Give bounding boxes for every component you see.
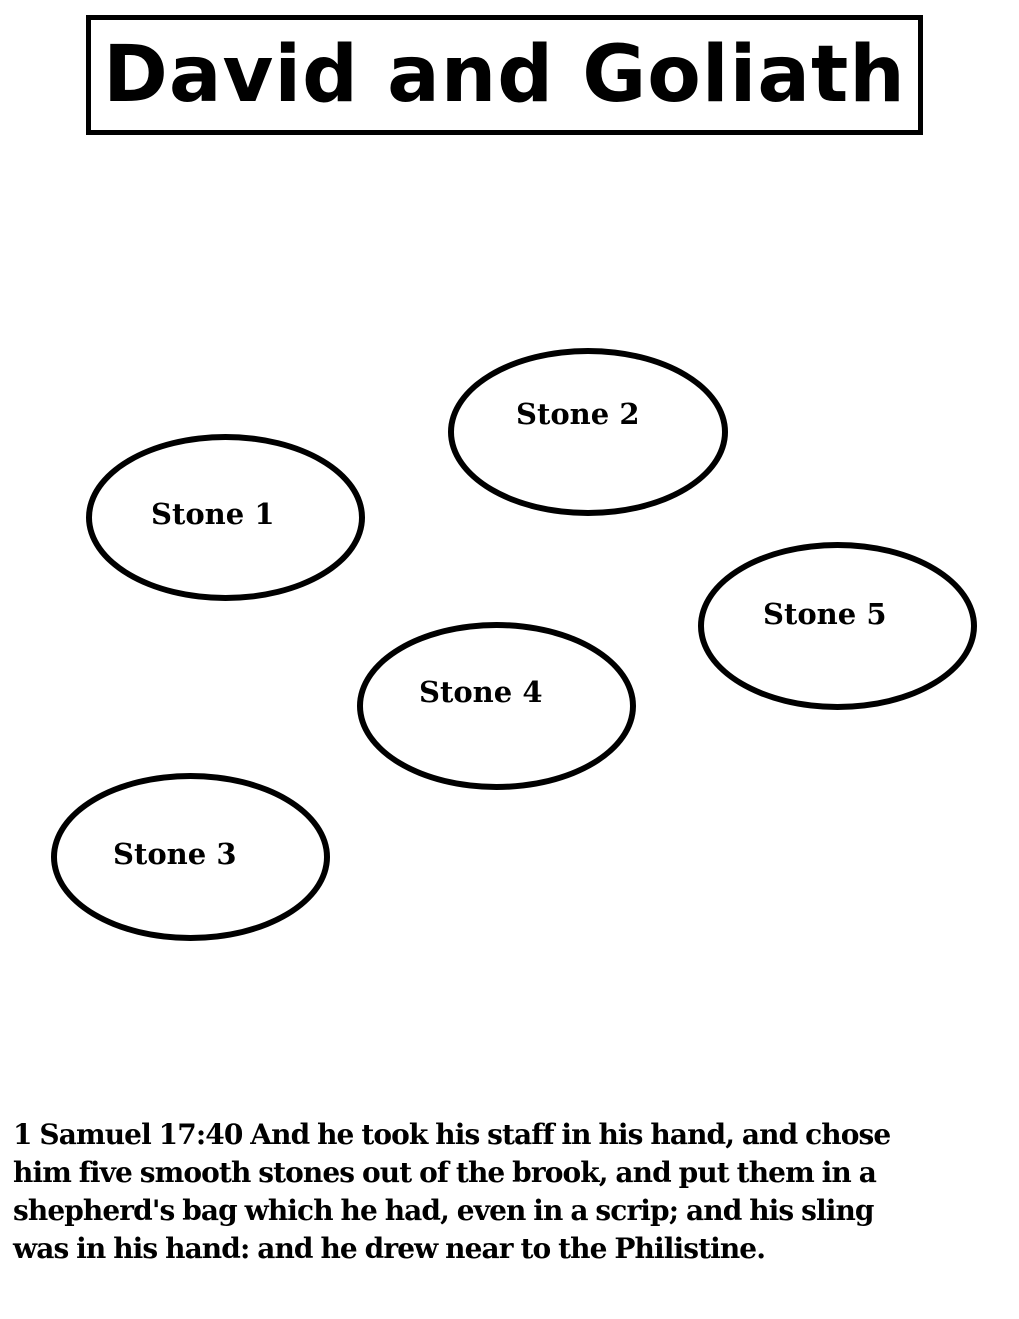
stone-1-label: Stone 1: [151, 497, 275, 531]
verse-line: was in his hand: and he drew near to the…: [13, 1232, 766, 1265]
bible-verse: 1 Samuel 17:40 And he took his staff in …: [13, 1116, 1013, 1268]
verse-line: him five smooth stones out of the brook,…: [13, 1156, 877, 1189]
verse-line: shepherd's bag which he had, even in a s…: [13, 1194, 875, 1227]
stone-3-oval: [51, 773, 330, 941]
stone-1-oval: [86, 434, 365, 601]
stone-3-label: Stone 3: [113, 837, 237, 871]
title-box: David and Goliath: [86, 15, 923, 135]
page-title: David and Goliath: [103, 30, 906, 120]
stone-2-label: Stone 2: [516, 397, 640, 431]
stone-5-oval: [698, 542, 977, 710]
stone-4-oval: [357, 622, 636, 790]
stone-2-oval: [448, 348, 728, 516]
stone-5-label: Stone 5: [763, 597, 887, 631]
stone-4-label: Stone 4: [419, 675, 543, 709]
verse-line: 1 Samuel 17:40 And he took his staff in …: [13, 1118, 891, 1151]
